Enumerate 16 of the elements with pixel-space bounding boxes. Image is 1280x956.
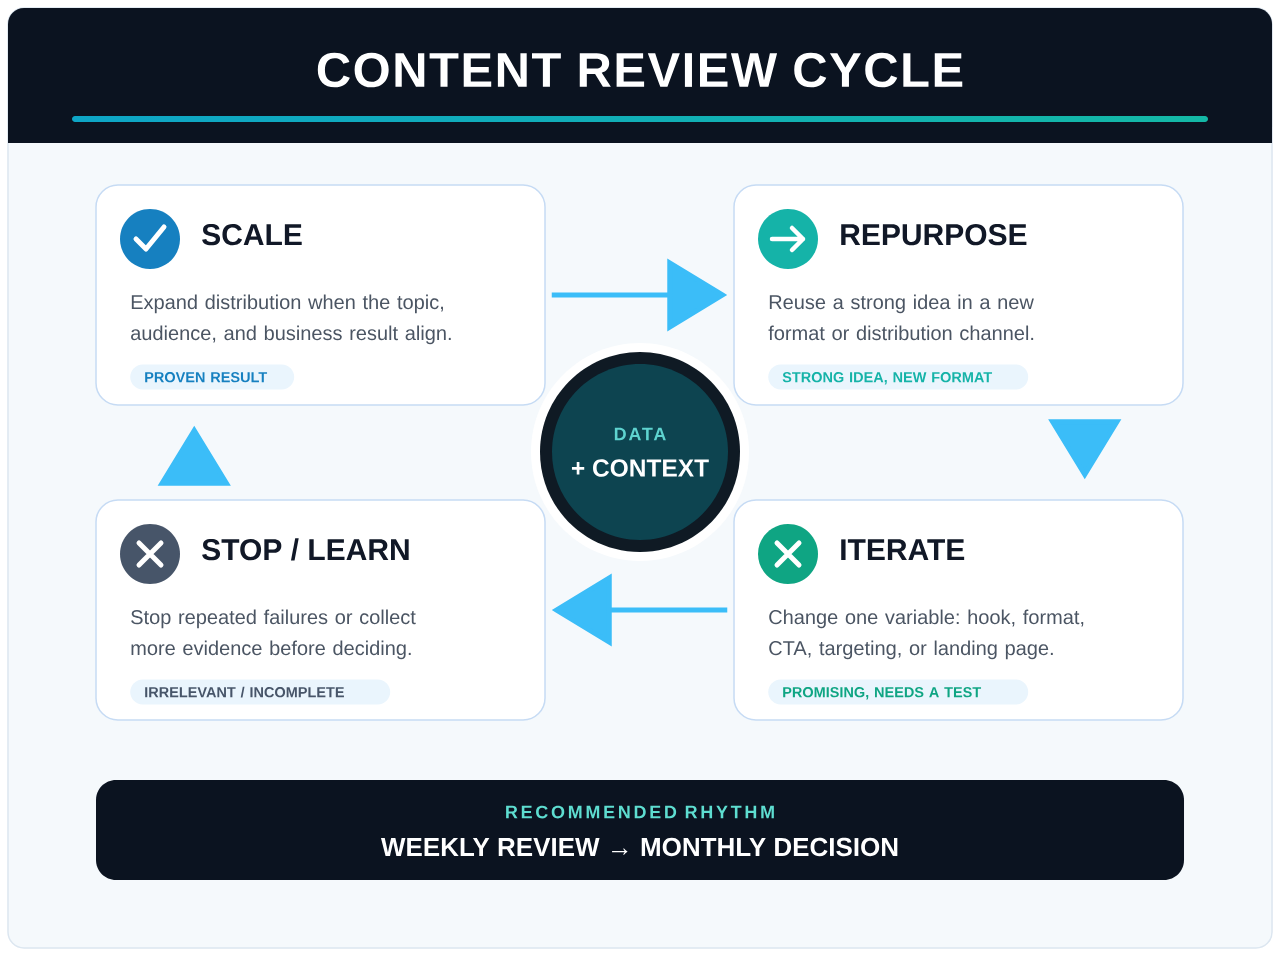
title: CONTENT REVIEW CYCLE [317,52,963,88]
card-title: SCALE [202,224,302,246]
card-text: Change one variable: hook, format, CTA, targeting, or landing page. [769,609,1084,660]
banner-text: WEEKLY REVIEW → MONTHLY DECISION [380,837,898,857]
tag-pill: STRONG IDEA, NEW FORMAT [768,364,1029,390]
card-text: Expand distribution when the topic, audience, and business result align. [131,294,451,345]
tag-pill: PROMISING, NEEDS A TEST [768,679,1029,705]
hub-text: + CONTEXT [571,459,709,477]
card-title: ITERATE [841,539,965,560]
card-text: Stop repeated failures or collect more evidence before deciding. [131,609,416,660]
banner-label: RECOMMENDED RHYTHM [506,805,774,819]
tag-pill: IRRELEVANT / INCOMPLETE [130,679,391,705]
card-title: STOP / LEARN [202,538,409,561]
card-text: Reuse a strong idea in a new format or distribution channel. [768,294,1034,341]
hub-label: DATA [614,427,666,441]
card-title: REPURPOSE [841,224,1027,246]
